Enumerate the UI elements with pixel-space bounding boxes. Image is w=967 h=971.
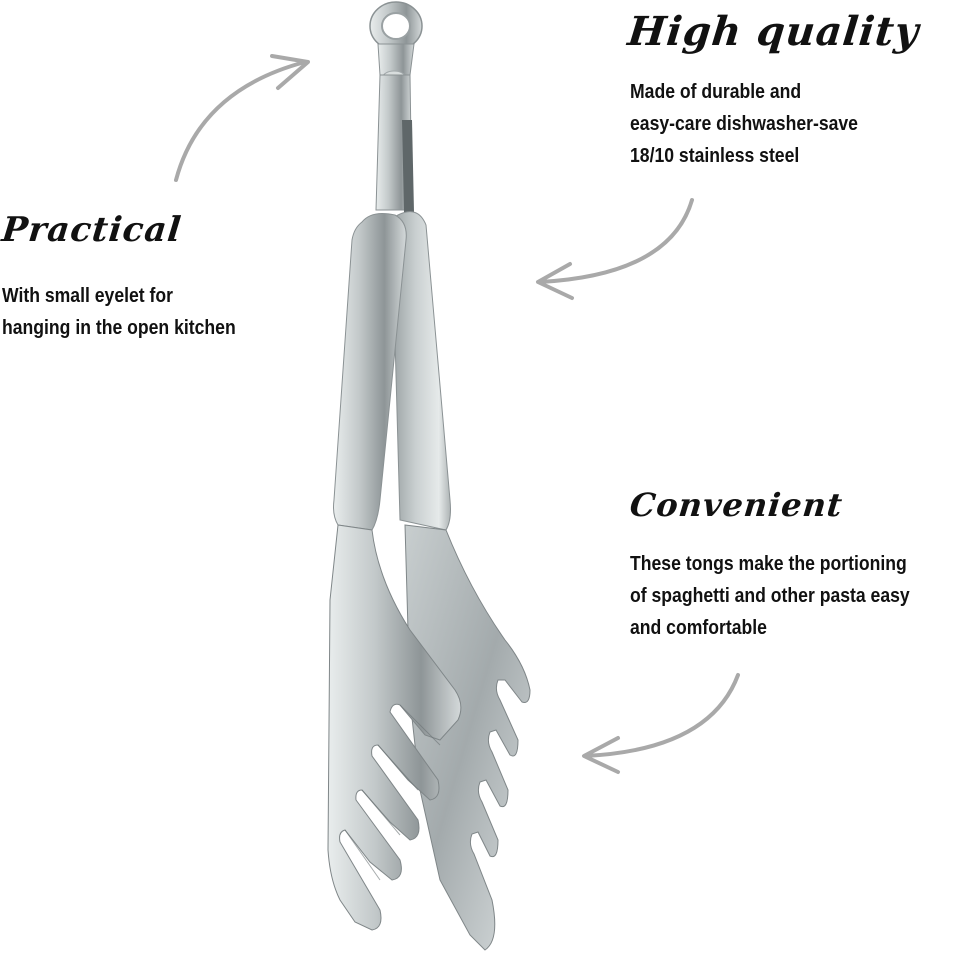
feature-line: easy-care dishwasher-save bbox=[630, 113, 858, 135]
arrow-icon-convenient bbox=[582, 673, 740, 774]
feature-line: Made of durable and bbox=[630, 81, 802, 103]
feature-line: of spaghetti and other pasta easy bbox=[630, 585, 910, 607]
feature-line: and comfortable bbox=[630, 617, 767, 639]
feature-line: 18/10 stainless steel bbox=[630, 145, 800, 167]
eyelet bbox=[369, 1, 423, 84]
feature-line: These tongs make the portioning bbox=[630, 553, 907, 575]
feature-title-practical: Practical bbox=[0, 210, 184, 250]
feature-line: hanging in the open kitchen bbox=[2, 317, 236, 339]
spaghetti-tongs-image bbox=[327, 1, 531, 951]
arrow-icon-practical bbox=[174, 54, 310, 182]
feature-title-convenient: Convenient bbox=[628, 486, 845, 524]
feature-description-high-quality: Made of durable and easy-care dishwasher… bbox=[630, 76, 858, 172]
feature-line: With small eyelet for bbox=[2, 285, 174, 307]
feature-title-high-quality: High quality bbox=[625, 8, 922, 55]
feature-description-convenient: These tongs make the portioning of spagh… bbox=[630, 548, 910, 644]
arrow-icon-high-quality bbox=[536, 198, 694, 300]
feature-description-practical: With small eyelet for hanging in the ope… bbox=[2, 280, 236, 344]
